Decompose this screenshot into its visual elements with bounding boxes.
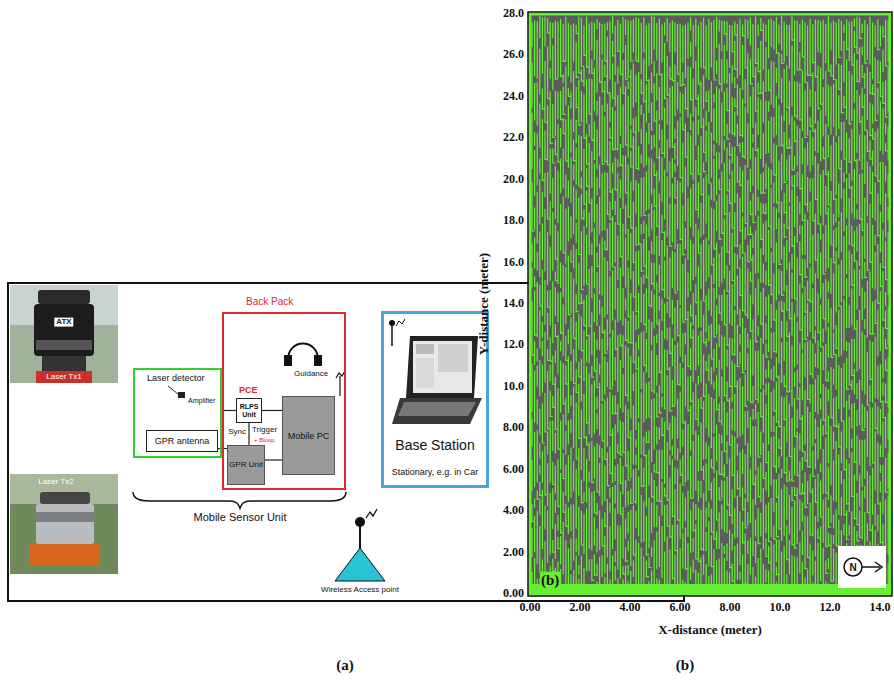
mobile-pc-box: Mobile PC — [282, 396, 335, 475]
tick-label: 2.00 — [570, 601, 591, 614]
tick-label: 14.0 — [503, 297, 524, 310]
tick-label: 26.0 — [503, 49, 524, 62]
node-title: Back Pack — [246, 296, 293, 307]
tick-label: 18.0 — [503, 215, 524, 228]
tick-label: 16.0 — [503, 256, 524, 269]
north-label: N — [849, 562, 856, 573]
photo-caption: Laser Tx1 — [46, 373, 81, 382]
signal-name: Trigger — [252, 426, 277, 435]
node-title: Laser detector — [147, 373, 216, 383]
node-title: PCE — [239, 385, 258, 395]
signal-name: + Bloop — [254, 437, 275, 444]
laser-detector-icon — [168, 386, 185, 398]
track-lines — [532, 16, 891, 586]
base-station-box: Base StationStationary, e.g. in Car — [381, 311, 489, 488]
bracket — [133, 492, 346, 508]
panel-caption: (b) — [676, 657, 694, 674]
tick-label: 0.00 — [520, 601, 541, 614]
node-title: GPR Unit — [229, 461, 263, 470]
laser-tx1-photo — [10, 285, 118, 383]
tick-label: 4.00 — [503, 505, 524, 518]
connector-line — [248, 423, 249, 445]
tick-label: 2.00 — [503, 546, 524, 559]
tick-label: 14.0 — [870, 601, 891, 614]
panel-caption: (a) — [336, 657, 354, 674]
rlps-box: PCERLPS Unit — [236, 398, 262, 423]
tick-label: 20.0 — [503, 173, 524, 186]
tick-label: 24.0 — [503, 90, 524, 103]
tick-label: 22.0 — [503, 132, 524, 145]
panel-caption: (b) — [540, 572, 560, 589]
tick-label: 4.00 — [620, 601, 641, 614]
access-point-symbol — [335, 509, 385, 581]
device-label: Wireless Access point — [321, 586, 399, 595]
photo-text: ATX — [54, 318, 73, 327]
backpack-box: Back PackPCERLPS UnitMobile PCGPR Unit — [222, 312, 346, 490]
tick-label: 0.00 — [503, 587, 524, 600]
connector-line — [262, 410, 282, 411]
tick-label: 8.00 — [720, 601, 741, 614]
icon-label: Guidance — [294, 370, 328, 379]
axis-title: X-distance (meter) — [658, 623, 762, 637]
coverage-plot — [528, 12, 892, 596]
tick-label: 10.0 — [770, 601, 791, 614]
antenna-symbol — [336, 371, 345, 396]
signal-name: Sync — [228, 428, 246, 437]
tick-label: 6.00 — [670, 601, 691, 614]
tick-label: 12.0 — [820, 601, 841, 614]
connector-line — [265, 459, 282, 460]
node-title: Base Station — [395, 437, 474, 453]
tick-label: 6.00 — [503, 463, 524, 476]
gpr-unit-box: GPR Unit — [227, 445, 265, 485]
group-label: Mobile Sensor Unit — [194, 511, 287, 523]
laptop-illustration — [389, 319, 482, 424]
node-note: Stationary, e.g. in Car — [392, 467, 478, 477]
node-title: GPR antenna — [155, 436, 210, 446]
sensor-group-box: Laser detectorGPR antenna — [133, 368, 222, 458]
tick-label: 10.0 — [503, 380, 524, 393]
tick-label: 8.00 — [503, 422, 524, 435]
antenna-box: GPR antenna — [146, 430, 218, 452]
axis-title: Y-distance (meter) — [477, 253, 491, 355]
connector-line — [222, 410, 236, 411]
tick-label: 12.0 — [503, 339, 524, 352]
photo-caption: Laser Tx2 — [38, 478, 73, 487]
signal-name: Amplifier — [188, 397, 215, 405]
laser-tx2-photo — [10, 474, 118, 574]
node-title: Mobile PC — [288, 431, 330, 441]
node-note: RLPS Unit — [237, 403, 261, 418]
tick-label: 28.0 — [503, 7, 524, 20]
headphones-icon — [285, 344, 321, 366]
